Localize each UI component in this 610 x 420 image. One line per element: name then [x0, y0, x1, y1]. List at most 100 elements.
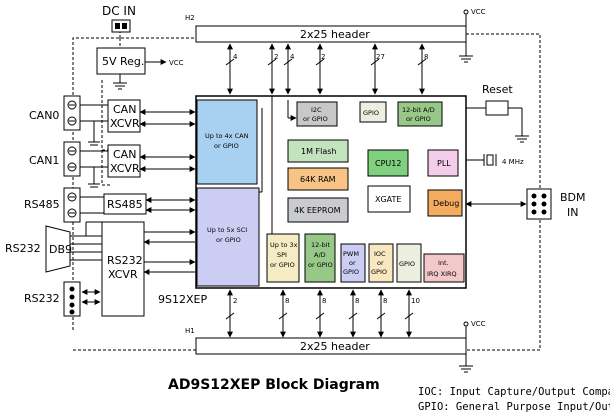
db9-wires: [70, 221, 102, 261]
top-header-label: 2x25 header: [300, 28, 370, 41]
regulator-box: [96, 47, 146, 75]
bottom-bus: [225, 289, 414, 338]
bottom-vcc-label: VCC: [471, 320, 486, 328]
reset-ground-icon: [515, 135, 529, 143]
bus-bottom-3: 8: [355, 297, 359, 305]
ad-bottom-line3: or GPIO: [308, 261, 333, 269]
int-block: [423, 253, 465, 283]
rs485-box: [103, 193, 147, 215]
bus-bottom-2: 8: [322, 297, 326, 305]
can0-xcvr-box: [107, 99, 141, 133]
ad-bottom-line1: 12-bit: [311, 241, 331, 249]
reg-vcc-label: VCC: [169, 59, 184, 67]
bottom-ground-icon: [459, 354, 473, 373]
pwm-line1: PWM: [343, 250, 359, 258]
legend-gpio: GPIO: General Purpose Input/Output: [418, 401, 610, 413]
rs232-xcvr-line2: XCVR: [108, 268, 138, 281]
pll-block: [427, 149, 459, 177]
pwm-line3: GPIO: [343, 268, 359, 276]
eeprom-block: [287, 197, 349, 223]
spi-line3: or GPIO: [270, 261, 295, 269]
regulator-label: 5V Reg.: [102, 55, 144, 68]
ad-top-block: [397, 101, 443, 127]
bdm-connector[interactable]: [526, 188, 552, 220]
db9-label: DB9: [49, 243, 72, 256]
ioc-block: [368, 243, 394, 283]
ram-label: 64K RAM: [300, 175, 336, 184]
bdm-label-2: IN: [567, 206, 578, 219]
rs232-header-label: RS232: [24, 292, 60, 305]
top-vcc-label: VCC: [471, 8, 486, 16]
bottom-header[interactable]: [195, 337, 467, 355]
i2c-block: [296, 101, 338, 127]
pwm-line2: or: [349, 259, 356, 267]
ad-top-line1: 12-bit A/D: [402, 106, 435, 114]
pwm-block: [340, 243, 366, 283]
reset-label: Reset: [482, 83, 513, 96]
top-header[interactable]: [195, 25, 467, 43]
h2-label: H2: [185, 14, 195, 22]
gpio-top-block: [359, 101, 387, 123]
can0-ground-icon: [88, 121, 100, 146]
top-ground-icon: [459, 42, 473, 63]
ad-top-line2: or GPIO: [406, 115, 431, 123]
bdm-label-1: BDM: [560, 191, 586, 204]
bottom-vcc: [463, 321, 469, 338]
pll-label: PLL: [437, 159, 451, 168]
cpu-label: CPU12: [375, 159, 401, 168]
can1-xcvr-box: [107, 144, 141, 178]
rs485-connector[interactable]: [63, 187, 81, 223]
ioc-line3: GPIO: [371, 268, 387, 276]
i2c-line1: I2C: [311, 106, 322, 114]
eeprom-label: 4K EEPROM: [294, 206, 341, 215]
ioc-line1: IOC: [374, 250, 386, 258]
int-line1: Int.: [438, 259, 449, 267]
can-block-line1: Up to 4x CAN: [205, 132, 249, 140]
ad-bottom-line2: A/D: [314, 251, 326, 259]
can1-connector[interactable]: [63, 141, 81, 177]
can0-xcvr-line1: CAN: [113, 103, 136, 116]
crystal-icon: [466, 154, 497, 166]
legend-ioc: IOC: Input Capture/Output Compare: [418, 386, 610, 398]
db9-connector[interactable]: DB9: [45, 225, 72, 273]
sci-block-line2: or GPIO: [216, 236, 241, 244]
dc-in-label: DC IN: [102, 4, 136, 18]
chip-label: 9S12XEP: [158, 293, 207, 306]
gpio-bottom-block: [396, 243, 422, 283]
can1-ground-icon: [88, 167, 100, 188]
bus-top-4: 27: [376, 53, 385, 61]
top-vcc: [463, 9, 469, 26]
crystal-label: 4 MHz: [502, 158, 524, 166]
rs485-label: RS485: [24, 198, 60, 211]
reset-button[interactable]: [466, 100, 523, 136]
dc-in-connector[interactable]: [111, 19, 131, 33]
bus-bottom-5: 10: [411, 297, 420, 305]
xgate-label: XGATE: [375, 195, 401, 204]
rs485-box-label: RS485: [107, 198, 143, 211]
can-block: [196, 99, 258, 185]
sci-block: [196, 187, 260, 287]
spi-block: [266, 233, 300, 283]
flash-label: 1M Flash: [301, 147, 337, 156]
rs232-header-connector[interactable]: [63, 281, 81, 317]
can0-connector[interactable]: [63, 95, 81, 131]
gpio-top-label: GPIO: [363, 109, 379, 117]
can1-xcvr-line2: XCVR: [110, 162, 140, 175]
bus-bottom-0: 2: [233, 297, 237, 305]
diagram-title: AD9S12XEP Block Diagram: [168, 377, 380, 393]
can1-xcvr-line1: CAN: [113, 148, 136, 161]
debug-block: [427, 189, 463, 217]
rs232-db9-label: RS232: [5, 242, 41, 255]
xgate-block: [367, 185, 411, 213]
spi-line1: Up to 3x: [270, 241, 298, 249]
bus-bottom-4: 8: [383, 297, 387, 305]
ad-bottom-block: [304, 233, 336, 283]
can0-label: CAN0: [29, 109, 59, 122]
can0-xcvr-line2: XCVR: [110, 117, 140, 130]
bus-top-3: 2: [321, 53, 325, 61]
spi-line2: SPI: [277, 251, 287, 259]
int-line2: IRQ XIRQ: [427, 270, 457, 278]
can1-label: CAN1: [29, 154, 59, 167]
